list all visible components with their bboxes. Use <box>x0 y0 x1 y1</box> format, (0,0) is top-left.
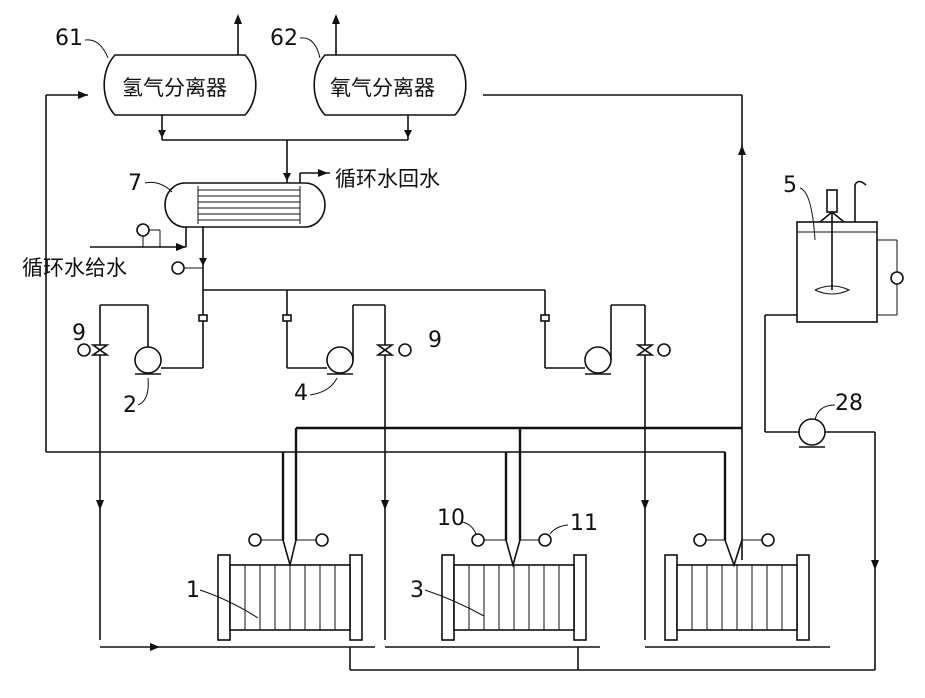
label-61: 61 <box>55 26 83 51</box>
supply-water-label: 循环水给水 <box>22 256 127 280</box>
label-62: 62 <box>270 26 298 51</box>
pump-4 <box>287 305 385 374</box>
pump-28 <box>799 419 825 447</box>
pump-2 <box>100 305 203 374</box>
electrolyzer-cell-3 <box>442 540 586 640</box>
oxygen-separator-label: 氧气分离器 <box>330 76 435 100</box>
electrolyzer-cell-right <box>665 540 809 640</box>
return-water-label: 循环水回水 <box>335 167 440 191</box>
label-10: 10 <box>437 506 465 531</box>
hydrogen-separator: 氢气分离器 <box>104 55 256 115</box>
label-5: 5 <box>783 173 797 198</box>
label-9-left: 9 <box>72 321 86 346</box>
label-11: 11 <box>570 511 598 536</box>
label-1: 1 <box>186 578 200 603</box>
label-9-right: 9 <box>428 328 442 353</box>
label-3: 3 <box>410 578 424 603</box>
pump-3 <box>545 305 645 374</box>
electrolyzer-cell-1 <box>218 540 362 640</box>
tank-5 <box>797 182 877 323</box>
label-2: 2 <box>123 393 137 418</box>
label-7: 7 <box>128 171 142 196</box>
oxygen-separator: 氧气分离器 <box>314 55 466 115</box>
hydrogen-separator-label: 氢气分离器 <box>122 76 227 100</box>
heat-exchanger <box>165 183 325 227</box>
label-4: 4 <box>294 381 308 406</box>
label-28: 28 <box>835 391 863 416</box>
